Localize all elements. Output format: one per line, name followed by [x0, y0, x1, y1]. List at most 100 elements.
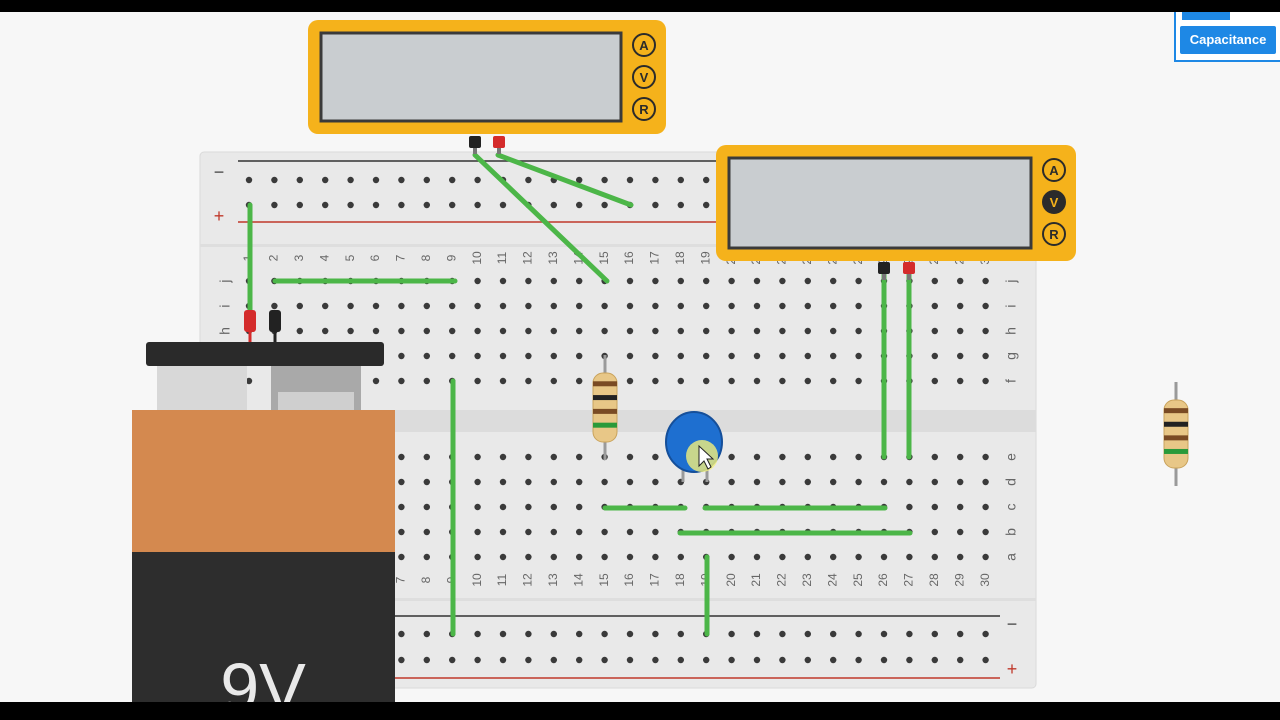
hole[interactable] [601, 528, 608, 536]
hole[interactable] [626, 277, 634, 285]
hole[interactable] [703, 327, 710, 335]
hole[interactable] [880, 553, 888, 561]
hole[interactable] [652, 352, 659, 360]
hole[interactable] [499, 377, 507, 385]
hole[interactable] [423, 503, 430, 511]
hole[interactable] [525, 277, 532, 285]
resistance-mode-button[interactable]: R [1042, 222, 1066, 246]
hole[interactable] [398, 528, 405, 536]
hole[interactable] [982, 453, 989, 461]
hole[interactable] [982, 352, 989, 360]
hole[interactable] [398, 478, 405, 486]
hole[interactable] [855, 656, 862, 664]
resistor-on-board[interactable] [592, 355, 618, 460]
hole[interactable] [652, 176, 659, 184]
hole[interactable] [677, 302, 684, 310]
hole[interactable] [982, 553, 989, 561]
hole[interactable] [830, 352, 837, 360]
hole[interactable] [423, 176, 430, 184]
hole[interactable] [804, 302, 811, 310]
hole[interactable] [576, 553, 583, 561]
ceramic-capacitor[interactable] [665, 411, 723, 482]
hole[interactable] [779, 553, 786, 561]
hole[interactable] [449, 327, 456, 335]
hole[interactable] [804, 377, 811, 385]
hole[interactable] [931, 528, 938, 536]
hole[interactable] [372, 302, 380, 310]
hole[interactable] [322, 302, 329, 310]
hole[interactable] [550, 553, 557, 561]
hole[interactable] [626, 553, 634, 561]
hole[interactable] [855, 327, 862, 335]
hole[interactable] [906, 478, 913, 486]
hole[interactable] [601, 478, 608, 486]
hole[interactable] [601, 176, 608, 184]
hole[interactable] [474, 201, 481, 209]
hole[interactable] [753, 377, 761, 385]
hole[interactable] [855, 630, 862, 638]
hole[interactable] [906, 553, 913, 561]
hole[interactable] [728, 553, 735, 561]
hole[interactable] [398, 553, 405, 561]
hole[interactable] [982, 277, 989, 285]
meter2-black-probe[interactable] [878, 262, 890, 280]
hole[interactable] [499, 453, 507, 461]
hole[interactable] [525, 656, 532, 664]
hole[interactable] [957, 503, 964, 511]
hole[interactable] [601, 201, 608, 209]
hole[interactable] [474, 453, 481, 461]
hole[interactable] [398, 377, 405, 385]
hole[interactable] [398, 656, 405, 664]
hole[interactable] [296, 302, 303, 310]
hole[interactable] [601, 302, 608, 310]
hole[interactable] [779, 277, 786, 285]
hole[interactable] [296, 201, 303, 209]
hole[interactable] [957, 656, 964, 664]
hole[interactable] [576, 302, 583, 310]
hole[interactable] [499, 553, 507, 561]
hole[interactable] [957, 377, 964, 385]
hole[interactable] [474, 277, 481, 285]
hole[interactable] [423, 478, 430, 486]
hole[interactable] [855, 453, 862, 461]
hole[interactable] [804, 478, 811, 486]
amps-mode-button[interactable]: A [632, 33, 656, 57]
hole[interactable] [753, 453, 761, 461]
wires[interactable] [247, 152, 913, 637]
hole[interactable] [499, 302, 507, 310]
hole[interactable] [931, 352, 938, 360]
hole[interactable] [423, 553, 430, 561]
hole[interactable] [779, 352, 786, 360]
hole[interactable] [753, 553, 761, 561]
hole[interactable] [474, 352, 481, 360]
hole[interactable] [931, 630, 938, 638]
hole[interactable] [423, 327, 430, 335]
hole[interactable] [830, 327, 837, 335]
wire[interactable] [495, 152, 634, 208]
hole[interactable] [474, 553, 481, 561]
hole[interactable] [474, 630, 481, 638]
hole[interactable] [449, 352, 456, 360]
hole[interactable] [652, 453, 659, 461]
hole[interactable] [855, 553, 862, 561]
hole[interactable] [677, 630, 684, 638]
hole[interactable] [855, 277, 862, 285]
hole[interactable] [423, 630, 430, 638]
hole[interactable] [703, 352, 710, 360]
hole[interactable] [474, 503, 481, 511]
hole[interactable] [677, 656, 684, 664]
hole[interactable] [296, 176, 303, 184]
hole[interactable] [677, 201, 684, 209]
hole[interactable] [728, 453, 735, 461]
hole[interactable] [652, 528, 659, 536]
hole[interactable] [576, 503, 583, 511]
hole[interactable] [626, 478, 634, 486]
hole[interactable] [525, 377, 532, 385]
hole[interactable] [982, 656, 989, 664]
amps-mode-button[interactable]: A [1042, 158, 1066, 182]
hole[interactable] [499, 201, 507, 209]
hole[interactable] [474, 176, 481, 184]
hole[interactable] [728, 478, 735, 486]
hole[interactable] [499, 528, 507, 536]
hole[interactable] [957, 352, 964, 360]
